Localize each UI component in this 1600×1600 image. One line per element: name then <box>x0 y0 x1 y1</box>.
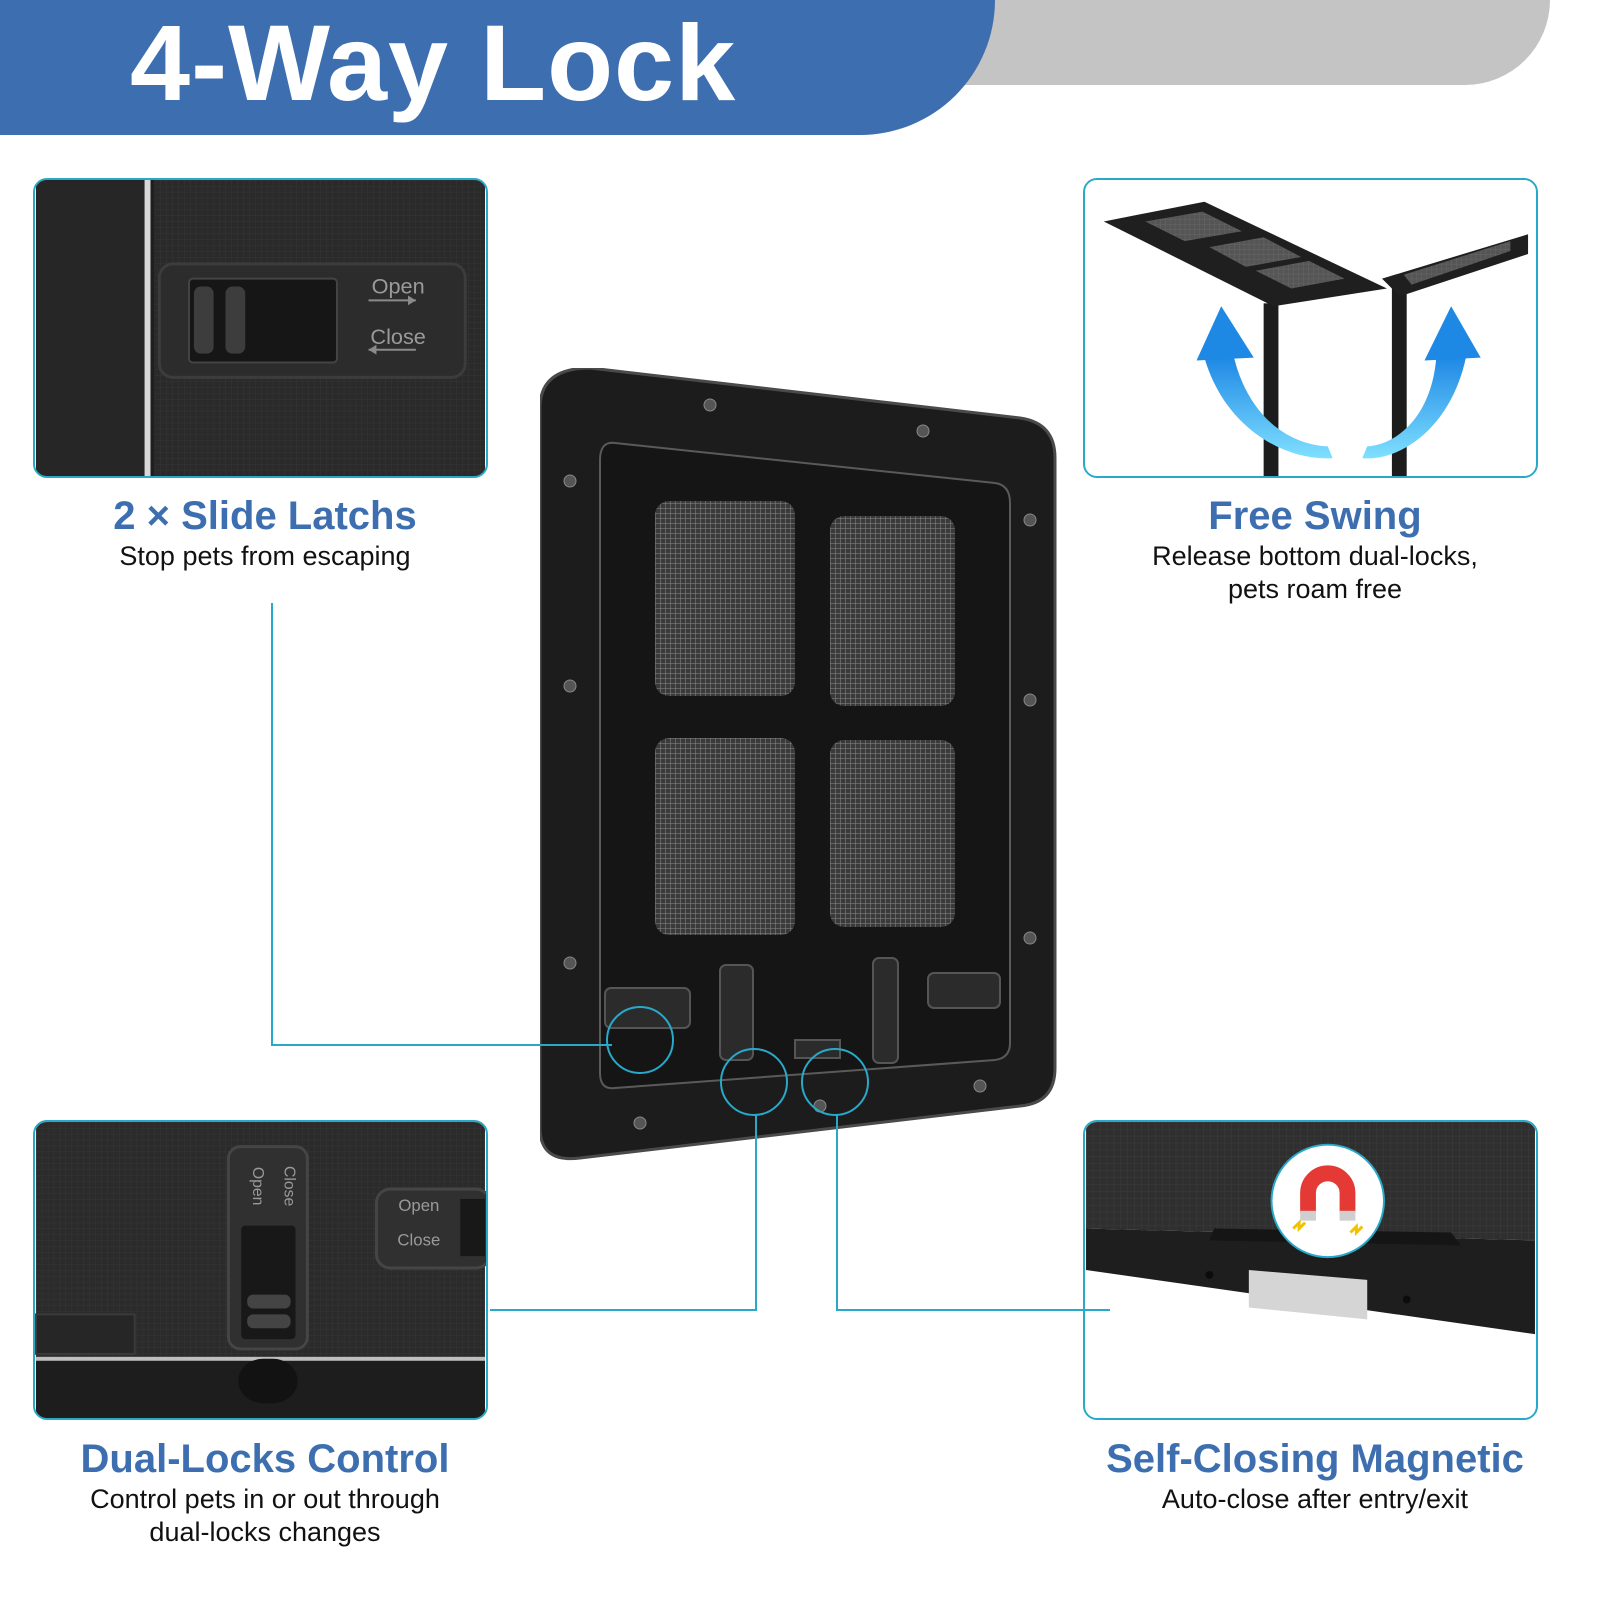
magnet-icon <box>1270 1143 1385 1259</box>
feature-free-swing: Free Swing Release bottom dual-locks, pe… <box>1055 492 1575 606</box>
feature-subtitle: Stop pets from escaping <box>119 541 411 571</box>
dual-close-label: Close <box>281 1166 298 1207</box>
feature-title: 2 × Slide Latchs <box>113 494 417 538</box>
dual-open-label: Open <box>249 1167 266 1206</box>
dual-lock-image: Open Close Open Close <box>33 1120 488 1420</box>
side-open-label: Open <box>398 1196 439 1215</box>
feature-dual-locks: Dual-Locks Control Control pets in or ou… <box>5 1435 525 1549</box>
feature-subtitle: Auto-close after entry/exit <box>1161 1484 1469 1514</box>
latch-open-label: Open <box>372 273 425 298</box>
pet-door-image <box>540 368 1080 1188</box>
feature-title: Dual-Locks Control <box>80 1437 450 1481</box>
page-title: 4-Way Lock <box>130 2 737 123</box>
feature-self-closing: Self-Closing Magnetic Auto-close after e… <box>1055 1435 1575 1516</box>
feature-slide-latchs: 2 × Slide Latchs Stop pets from escaping <box>5 492 525 573</box>
feature-subtitle: dual-locks changes <box>149 1517 381 1547</box>
free-swing-image <box>1083 178 1538 478</box>
slide-latch-image: Open Close <box>33 178 488 478</box>
feature-title: Self-Closing Magnetic <box>1106 1437 1524 1481</box>
feature-title: Free Swing <box>1208 494 1422 538</box>
swing-arrows-icon <box>1196 306 1481 459</box>
feature-subtitle: pets roam free <box>1227 574 1403 604</box>
latch-close-label: Close <box>370 324 425 349</box>
side-close-label: Close <box>397 1230 440 1249</box>
banner: 4-Way Lock <box>0 0 995 135</box>
feature-subtitle: Release bottom dual-locks, <box>1152 541 1478 571</box>
self-closing-image <box>1083 1120 1538 1420</box>
feature-subtitle: Control pets in or out through <box>90 1484 440 1514</box>
